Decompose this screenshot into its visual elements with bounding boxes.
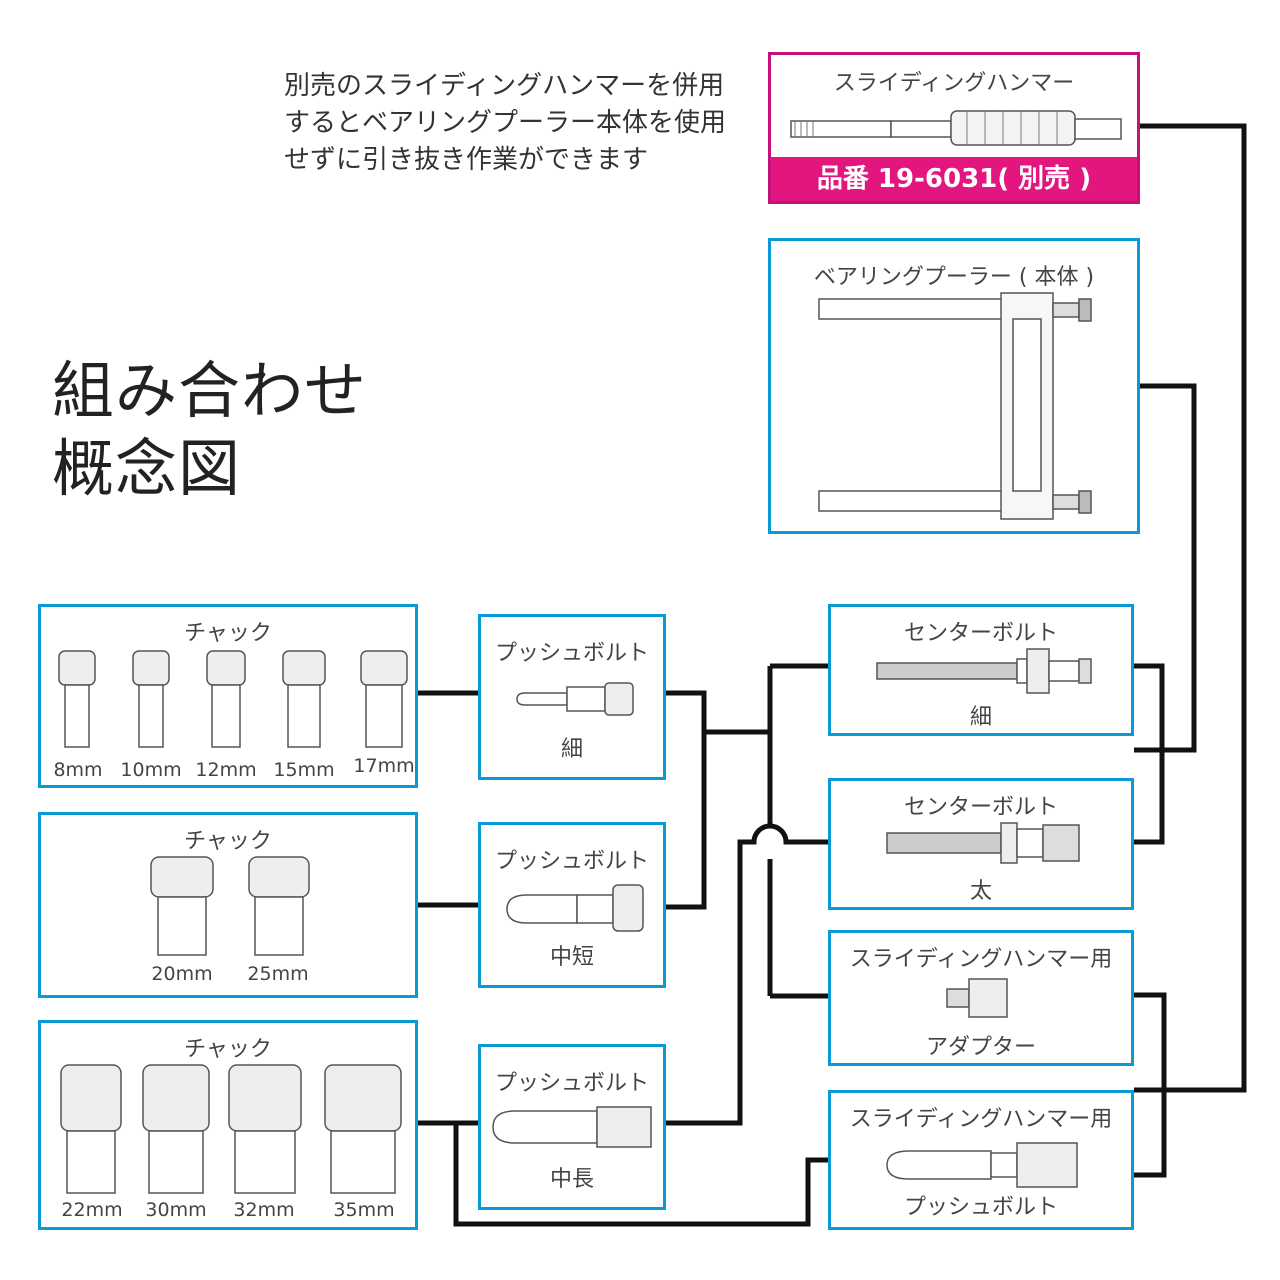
push-bolt-mid-short-illustration [506, 884, 644, 932]
center-bolt-thick-box: センターボルト 太 [828, 778, 1134, 910]
hammer-adapter-label: アダプター [925, 1035, 1036, 1060]
push-bolt-mid-long-title: プッシュボルト [494, 1071, 649, 1096]
chuck-set-mid-box: チャック 20mm 25mm [38, 812, 418, 998]
chuck-size-label: 30mm [145, 1199, 207, 1221]
chuck-size-label: 32mm [233, 1199, 295, 1221]
push-bolt-thin-box: プッシュボルト 細 [478, 614, 666, 780]
bearing-puller-box: ベアリングプーラー ( 本体 ) [768, 238, 1140, 534]
chuck-set-mid-illustration [150, 856, 310, 956]
push-bolt-mid-short-label: 中短 [549, 945, 594, 970]
push-bolt-mid-short-box: プッシュボルト 中短 [478, 822, 666, 988]
center-bolt-thick-illustration [886, 822, 1080, 864]
chuck-size-label: 20mm [151, 963, 213, 985]
chuck-size-label: 8mm [53, 759, 103, 781]
bearing-puller-title: ベアリングプーラー ( 本体 ) [813, 265, 1095, 290]
chuck-size-label: 17mm [353, 755, 415, 777]
center-bolt-thin-illustration [876, 648, 1092, 694]
hammer-push-bolt-title: スライディングハンマー用 [849, 1107, 1113, 1132]
sliding-hammer-title: スライディングハンマー [833, 71, 1075, 96]
link-push-thin-out [666, 690, 770, 735]
hammer-adapter-box: スライディングハンマー用 アダプター [828, 930, 1134, 1066]
push-bolt-mid-long-box: プッシュボルト 中長 [478, 1044, 666, 1210]
link-hammer-to-right-rail [1134, 123, 1247, 1093]
chuck-set-mid-title: チャック [184, 829, 272, 854]
chuck-size-label: 35mm [333, 1199, 395, 1221]
chuck-size-label: 15mm [273, 759, 335, 781]
hammer-adapter-illustration [946, 978, 1008, 1018]
link-chuck-large-to-hammer-push [453, 1123, 830, 1227]
sliding-hammer-illustration [790, 110, 1122, 146]
hammer-push-bolt-illustration [886, 1142, 1078, 1188]
center-bolt-thin-box: センターボルト 細 [828, 604, 1134, 736]
diagram-title-line: 組み合わせ [52, 354, 368, 427]
chuck-size-label: 25mm [247, 963, 309, 985]
chuck-set-small-title: チャック [184, 621, 272, 646]
usage-note-line: するとベアリングプーラー本体を使用 [284, 108, 727, 138]
chuck-set-large-title: チャック [184, 1037, 272, 1062]
usage-note-line: せずに引き抜き作業ができます [284, 145, 649, 175]
chuck-set-small-box: チャック 8mm 10mm 12mm 15mm 17mm [38, 604, 418, 788]
chuck-size-label: 22mm [61, 1199, 123, 1221]
bearing-puller-illustration [818, 292, 1092, 520]
hammer-push-bolt-label: プッシュボルト [903, 1195, 1058, 1220]
push-bolt-mid-long-label: 中長 [549, 1167, 594, 1192]
center-bolt-thick-label: 太 [969, 879, 992, 904]
center-bolt-thin-label: 細 [969, 705, 992, 730]
push-bolt-mid-long-illustration [492, 1106, 652, 1148]
hammer-push-bolt-box: スライディングハンマー用 プッシュボルト [828, 1090, 1134, 1230]
chuck-set-large-box: チャック 22mm 30mm 32mm 35mm [38, 1020, 418, 1230]
link-push-mid-long-out [666, 823, 830, 1126]
chuck-set-large-illustration [60, 1064, 402, 1194]
chuck-set-small-illustration [58, 650, 408, 748]
push-bolt-thin-title: プッシュボルト [494, 641, 649, 666]
push-bolt-thin-illustration [516, 682, 634, 716]
link-center-thin-to-thick [1134, 663, 1165, 845]
link-adapter-to-hammer-push [1134, 992, 1167, 1178]
link-push-mid-short-out [666, 732, 707, 910]
chuck-size-label: 10mm [120, 759, 182, 781]
diagram-title: 組み合わせ 概念図 [52, 352, 367, 508]
push-bolt-mid-short-title: プッシュボルト [494, 849, 649, 874]
hammer-adapter-title: スライディングハンマー用 [849, 947, 1113, 972]
center-bolt-thin-title: センターボルト [903, 621, 1058, 646]
usage-note-line: 別売のスライディングハンマーを併用 [284, 71, 725, 101]
usage-note: 別売のスライディングハンマーを併用 するとベアリングプーラー本体を使用 せずに引… [284, 68, 754, 179]
center-bolt-thick-title: センターボルト [903, 795, 1058, 820]
sliding-hammer-box: スライディングハンマー 品番 19-6031( 別売 ) [768, 52, 1140, 204]
diagram-title-line: 概念図 [52, 432, 242, 505]
part-number-badge: 品番 19-6031( 別売 ) [771, 157, 1137, 201]
chuck-size-label: 12mm [195, 759, 257, 781]
push-bolt-thin-label: 細 [560, 737, 583, 762]
